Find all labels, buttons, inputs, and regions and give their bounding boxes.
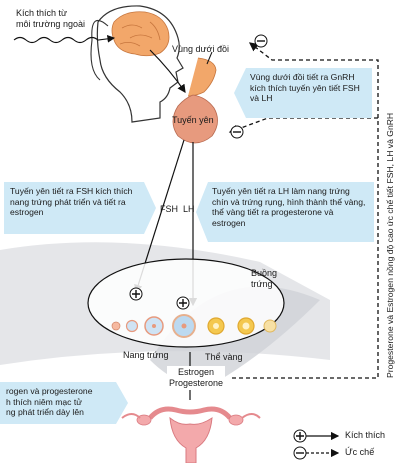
legend-inhibit (294, 447, 338, 459)
minus-circle-icon (231, 126, 243, 138)
pituitary-label: Tuyến yên (172, 115, 214, 126)
uterus-effect-callout: rogen và progesterone h thích niêm mạc t… (0, 382, 128, 424)
gnrh-callout: Vùng dưới đồi tiết ra GnRH kích thích tu… (234, 68, 372, 118)
corpus-luteum-label: Thể vàng (205, 352, 243, 363)
plus-circle-icon (177, 297, 189, 309)
legend-inhibit-label: Ức chế (345, 447, 374, 458)
stimulus-label: Kích thích từ môi trường ngoài (16, 8, 116, 30)
ovary-hormones-label: Estrogen Progesterone (167, 366, 225, 390)
plus-circle-icon (130, 288, 142, 300)
uterus-shape (122, 409, 260, 463)
hypothalamus-label: Vùng dưới đồi (172, 44, 229, 55)
feedback-dashed-to-pituitary (230, 118, 378, 132)
fsh-label: FSH (160, 204, 178, 215)
follicle-label: Nang trứng (123, 350, 169, 361)
legend-stimulate (294, 430, 338, 442)
hypothalamus-shape (188, 58, 216, 96)
lh-effect-callout: Tuyến yên tiết ra LH làm nang trứng chín… (196, 182, 374, 242)
minus-circle-icon (255, 35, 267, 47)
feedback-vertical-label: Progesterone và Estrogen nồng độ cao ức … (385, 113, 395, 378)
ovary-label: Buồng trứng (251, 268, 277, 290)
fsh-effect-callout: Tuyến yên tiết ra FSH kích thích nang tr… (4, 182, 156, 234)
brain-shape (112, 12, 169, 56)
lh-label: LH (183, 204, 195, 215)
legend-stimulate-label: Kích thích (345, 430, 385, 441)
